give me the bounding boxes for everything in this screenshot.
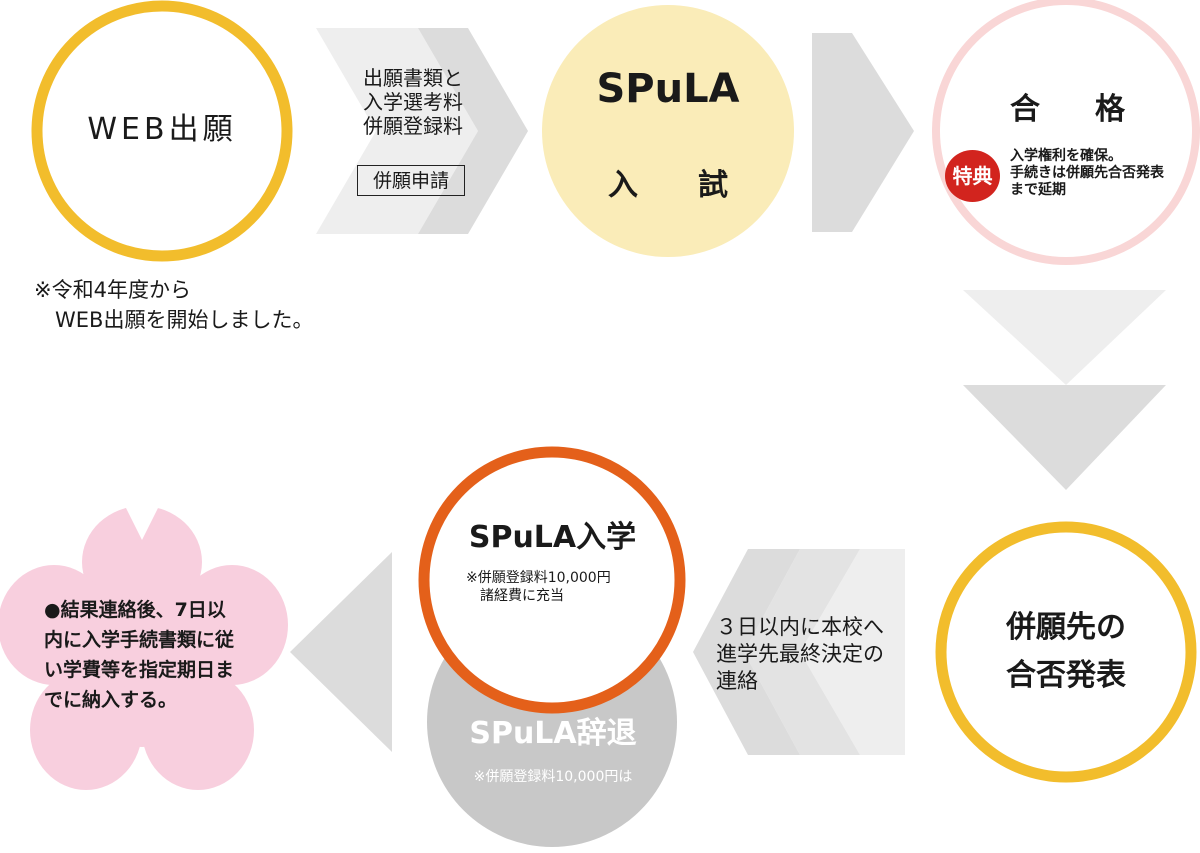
- enroll-label: SPuLA入学: [468, 520, 637, 555]
- enroll-note: ※併願登録料10,000円 諸経費に充当: [466, 570, 611, 604]
- exam-title: SPuLA: [596, 66, 740, 112]
- blossom-notch-top: [122, 500, 162, 540]
- pass-title: 合格: [1010, 92, 1180, 127]
- decline-label: SPuLA辞退: [469, 716, 637, 751]
- benefit-text: 入学権利を確保。 手続きは併願先合否発表 まで延期: [1010, 148, 1164, 198]
- other-result-circle: [935, 521, 1197, 783]
- arrow-left-1a: [800, 549, 905, 755]
- arrow-down-1: [963, 290, 1166, 385]
- exam-subtitle: 入試: [608, 168, 788, 203]
- submit-documents-text: 出願書類と 入学選考料 併願登録料: [363, 66, 463, 138]
- arrow-left-1b: [744, 549, 860, 755]
- arrow-left-2: [290, 552, 392, 752]
- web-apply-label: WEB出願: [87, 112, 237, 147]
- arrow-down-2: [963, 385, 1166, 490]
- request-box: 併願申請: [357, 165, 465, 196]
- exam-circle: [542, 5, 794, 257]
- arrow-right-1a: [316, 28, 478, 234]
- final-instruction: ●結果連絡後、7日以内に入学手続書類に従い学費等を指定期日までに納入する。: [44, 599, 235, 711]
- arrow-left-1c: [693, 549, 800, 755]
- web-apply-note: ※令和4年度から WEB出願を開始しました。: [34, 278, 314, 332]
- benefit-badge: 特典: [945, 150, 1000, 202]
- arrow-right-1b: [418, 28, 528, 234]
- decline-note: ※併願登録料10,000円は: [473, 769, 633, 785]
- pass-circle: [932, 0, 1200, 265]
- other-result-label: 併願先の 合否発表: [1006, 610, 1126, 693]
- arrow-right-2: [812, 33, 914, 232]
- web-apply-circle: [31, 0, 293, 262]
- notify-text: ３日以内に本校へ 進学先最終決定の 連絡: [716, 615, 884, 693]
- enroll-circle: [418, 446, 686, 714]
- blossom-shape: [0, 506, 288, 790]
